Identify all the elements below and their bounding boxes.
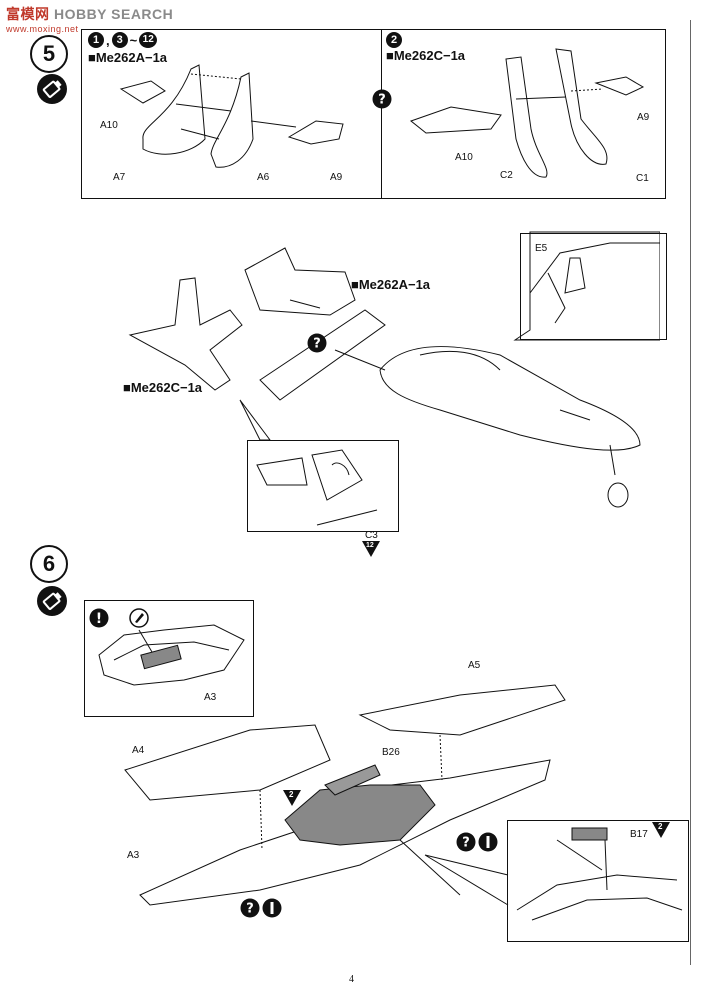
question-icon: ? (456, 832, 476, 852)
header-separator: , (106, 32, 110, 48)
b17-step-marker: 2 (652, 822, 670, 838)
step-number-5: 5 (30, 35, 68, 73)
step5-variant-c: ■Me262C−1a (123, 380, 203, 395)
step5-panel-b-variant: ■Me262C−1a (386, 48, 466, 63)
step5-panel-b-drawing (409, 48, 645, 178)
step5-panel-a-variant: ■Me262A−1a (88, 50, 168, 65)
part-label-c1: C1 (636, 173, 649, 184)
step5-panel-a-drawing (119, 64, 344, 168)
part-label-a5: A5 (468, 660, 481, 671)
watermark-brand-latin: HOBBY SEARCH (53, 6, 174, 22)
part-label-a3: A3 (127, 850, 140, 861)
cut-knife-icon (129, 608, 149, 628)
svg-text:?: ? (246, 902, 254, 917)
step6-main-drawing (124, 684, 566, 906)
pin-icon (262, 898, 282, 918)
step5-panel-b (381, 29, 666, 199)
part-label-c2: C2 (500, 170, 513, 181)
watermark-logo: 富模网 HOBBY SEARCH (6, 4, 173, 24)
caution-icon: ! (89, 608, 109, 628)
part-label-b26: B26 (382, 747, 400, 758)
page-number: 4 (349, 974, 354, 985)
part-label-a3-inset: A3 (204, 692, 217, 703)
c3-step-marker-number: 12 (366, 542, 374, 549)
question-icon: ? (240, 898, 260, 918)
c3-callout (247, 440, 399, 532)
page-margin-rule (690, 20, 691, 965)
svg-text:!: ! (96, 611, 102, 627)
step-number-6: 6 (30, 545, 68, 583)
watermark-url: www.moxing.net (6, 24, 79, 34)
part-label-a4: A4 (132, 745, 145, 756)
ref-badge-3: 3 (111, 32, 128, 48)
c3-callout-drawing (256, 449, 378, 526)
part-label-e5: E5 (535, 243, 548, 254)
part-label-a6: A6 (257, 172, 270, 183)
cockpit-callout-drawing (529, 242, 660, 324)
question-icon: ? (307, 333, 327, 353)
watermark-brand-chinese: 富模网 (6, 6, 50, 22)
svg-text:?: ? (462, 836, 470, 851)
part-label-a9: A9 (330, 172, 343, 183)
step6-inset (84, 600, 254, 717)
ref-badge-1: 1 (88, 32, 104, 48)
ref-badge-2: 2 (386, 32, 402, 48)
step6-inset-drawing (98, 624, 245, 686)
glue-icon (36, 73, 68, 105)
step5-variant-a: ■Me262A−1a (351, 277, 431, 292)
part-label-a9-b: A9 (637, 112, 650, 123)
svg-text:?: ? (378, 93, 386, 108)
step5-panel-a-header: 1 , 3 ~ 12 (88, 32, 158, 48)
header-range-sep: ~ (129, 32, 138, 48)
c3-step-marker: 12 (362, 541, 380, 557)
pin-icon (478, 832, 498, 852)
b26-step-marker: 2 (283, 790, 301, 806)
part-label-b17: B17 (630, 829, 648, 840)
b17-callout (507, 820, 689, 942)
part-label-a7: A7 (113, 172, 126, 183)
b26-step-marker-number: 2 (289, 790, 294, 799)
part-label-c3: C3 (365, 530, 378, 541)
ref-badge-12: 12 (139, 32, 158, 48)
part-label-a10-b: A10 (455, 152, 473, 163)
part-label-a10: A10 (100, 120, 118, 131)
cockpit-callout (520, 233, 667, 340)
svg-text:?: ? (313, 337, 321, 352)
b17-callout-drawing (516, 827, 683, 921)
glue-icon (36, 585, 68, 617)
b17-callout-pointer (424, 854, 509, 906)
question-icon: ? (372, 89, 392, 109)
b17-step-marker-number: 2 (658, 822, 663, 831)
